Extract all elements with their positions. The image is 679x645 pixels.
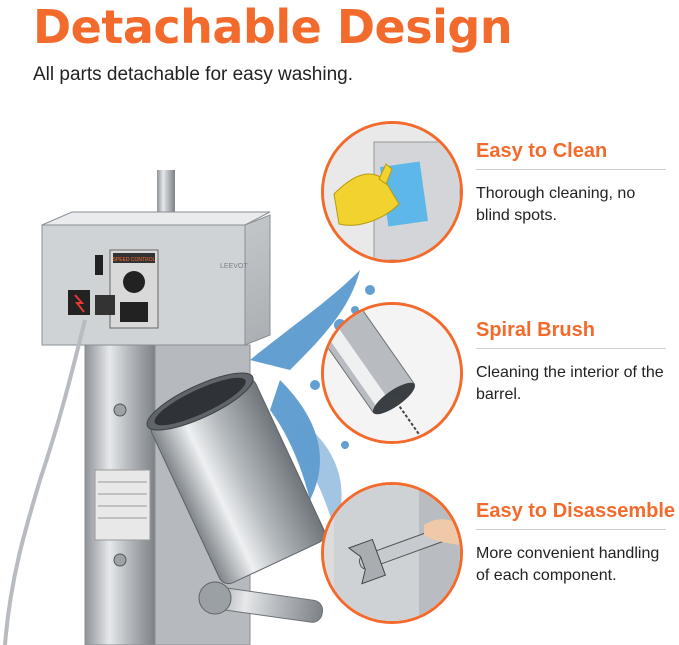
headline: Detachable Design: [33, 0, 513, 54]
feature-desc-spiral-brush: Cleaning the interior of the barrel.: [476, 364, 664, 403]
feature-desc-easy-to-disassemble: More convenient handling of each compone…: [476, 545, 660, 584]
feature-title-easy-to-disassemble: Easy to Disassemble: [476, 500, 675, 522]
feature-divider: [476, 169, 666, 170]
panel-label: SPEED CONTROL: [113, 257, 156, 263]
spiral-brush-icon: [324, 305, 460, 441]
spiral-brush-image: [321, 302, 463, 444]
brand-label: LEEVOT: [220, 263, 248, 270]
wrench-icon: [324, 485, 460, 621]
feature-title-easy-to-clean: Easy to Clean: [476, 140, 608, 162]
feature-divider: [476, 348, 666, 349]
cleaning-cloth-icon: [324, 124, 460, 260]
subheadline: All parts detachable for easy washing.: [33, 64, 354, 85]
water-splash: [250, 270, 375, 545]
feature-desc-easy-to-clean: Thorough cleaning, no blind spots.: [476, 185, 636, 224]
easy-to-disassemble-image: [321, 482, 463, 624]
feature-title-spiral-brush: Spiral Brush: [476, 319, 595, 341]
sausage-stuffer-image: SPEED CONTROL LEEVOT: [3, 170, 375, 645]
easy-to-clean-image: [321, 121, 463, 263]
feature-divider: [476, 529, 666, 530]
